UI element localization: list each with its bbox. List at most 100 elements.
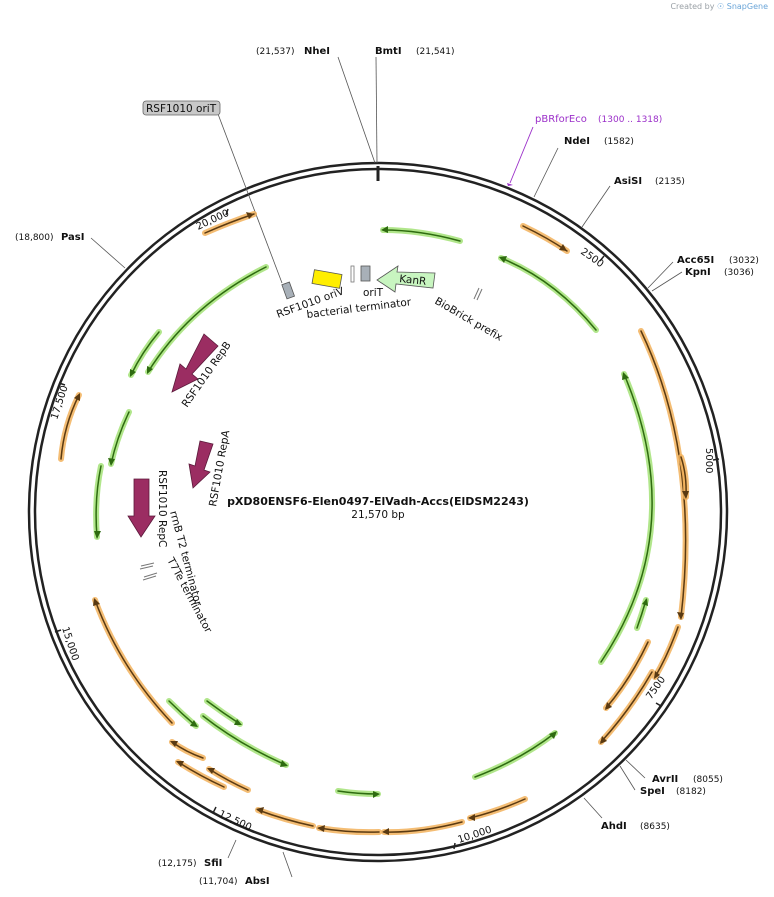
tick-label-2500: 2500 [578,246,605,270]
site-pos-acc65i: (3032) [729,256,759,266]
tick-mark-10000 [453,842,456,850]
kanr-label: KanR [399,273,427,288]
rrnb-t2-mark [139,562,155,570]
tick-label-5000: 5000 [703,448,714,473]
credit-brand: SnapGene [726,2,768,11]
tick-mark-7500 [655,702,662,707]
site-line-absi [282,851,293,878]
site-name-avrii: AvrII [652,774,678,785]
tick-mark-20000 [225,208,229,216]
orf-green-6 [335,788,381,798]
orf-orange-14 [169,739,206,761]
primer-name: pBRforEco [535,114,587,125]
callout-line-orit [217,113,283,284]
site-pos-spei: (8182) [676,787,706,797]
site-line-acc65i [647,261,674,289]
orf-orange-4 [678,454,690,500]
repc-arrow [127,478,156,538]
site-pos-avrii: (8055) [693,775,723,785]
site-line-bmti [375,56,378,164]
site-name-spei: SpeI [640,786,665,797]
site-line-asisi [581,185,611,228]
primer-callout [509,126,534,184]
orf-orange-5 [652,624,681,680]
site-name-kpni: KpnI [685,267,711,278]
biobrick-prefix-label: BioBrick prefix [433,295,505,344]
orf-orange-11 [255,807,316,829]
orf-orange-1 [202,211,257,236]
tick-mark-5000 [712,458,720,461]
orf-green-4 [634,597,649,631]
site-line-sfii [227,839,237,859]
site-name-nhei: NheI [304,46,330,57]
site-line-avrii [625,759,646,779]
orf-green-1 [380,226,463,244]
orf-orange-2 [520,223,570,254]
site-line-kpni [651,271,683,292]
orf-orange-8 [467,796,528,821]
site-pos-bmti: (21,541) [416,47,455,57]
site-name-pasi: PasI [61,232,84,243]
tick-mark-12500 [212,806,217,814]
site-pos-ndei: (1582) [604,137,634,147]
kanr-arrow [376,265,436,293]
orf-green-9 [166,698,199,729]
orf-green-3 [598,371,656,665]
orf-green-13 [93,463,104,540]
orf-orange-6 [603,639,651,711]
site-line-ahdi [583,797,603,819]
orf-green-12 [108,409,132,467]
snapgene-logo: ☉ [717,2,725,11]
site-name-sfii: SfiI [204,858,222,869]
repa-arrow [188,440,214,489]
rsf1010-orit-feature [281,281,296,300]
orf-arcs-green [93,226,656,798]
site-line-spei [619,765,636,791]
primer-arrow [507,183,513,186]
orit-label: oriT [363,287,384,299]
site-pos-kpni: (3036) [724,268,754,278]
orf-green-10 [145,264,269,375]
rsf1010-orit-callout-box [142,100,221,116]
bacterial-terminator-feature [350,265,355,283]
tick-marks [54,208,720,850]
site-pos-sfii: (12,175) [158,859,197,869]
repb-arrow [171,333,219,393]
backbone-outer-ring [27,161,729,863]
orf-orange-12 [206,766,251,793]
site-pos-pasi: (18,800) [15,233,54,243]
t7te-mark [142,572,158,581]
orf-green-2 [498,255,599,333]
site-name-bmti: BmtI [375,46,402,57]
site-line-pasi [90,237,126,269]
orf-orange-13 [175,759,227,790]
rsf1010-oriv-feature [311,269,343,289]
biobrick-prefix-mark [473,287,483,301]
site-name-ahdi: AhdI [601,821,627,832]
orf-orange-7 [598,669,655,745]
site-name-acc65i: Acc65I [677,255,714,266]
orf-orange-3 [638,328,689,620]
orf-orange-16 [58,392,82,462]
orf-arcs-orange [58,211,690,836]
orf-green-11 [128,329,162,378]
site-line-ndei [533,147,559,198]
site-pos-asisi: (2135) [655,177,685,187]
site-pos-absi: (11,704) [199,877,238,887]
orf-orange-15 [92,597,175,726]
site-line-nhei [337,56,376,164]
credit-prefix: Created by [670,2,715,11]
orf-green-8 [204,698,243,727]
plasmid-name: pXD80ENSF6-Elen0497-ElVadh-Accs(ElDSM224… [227,495,529,508]
tick-mark-15000 [54,629,62,633]
site-name-asisi: AsiSI [614,176,642,187]
tick-mark-2500 [599,255,605,262]
primer-range: (1300 .. 1318) [598,115,662,125]
snapgene-credit: Created by ☉ SnapGene [670,2,768,11]
orf-orange-9 [381,819,465,836]
site-name-ndei: NdeI [564,136,590,147]
plasmid-size: 21,570 bp [351,509,405,521]
rsf1010-orit-label: RSF1010 oriT [146,103,217,115]
site-pos-nhei: (21,537) [256,47,295,57]
